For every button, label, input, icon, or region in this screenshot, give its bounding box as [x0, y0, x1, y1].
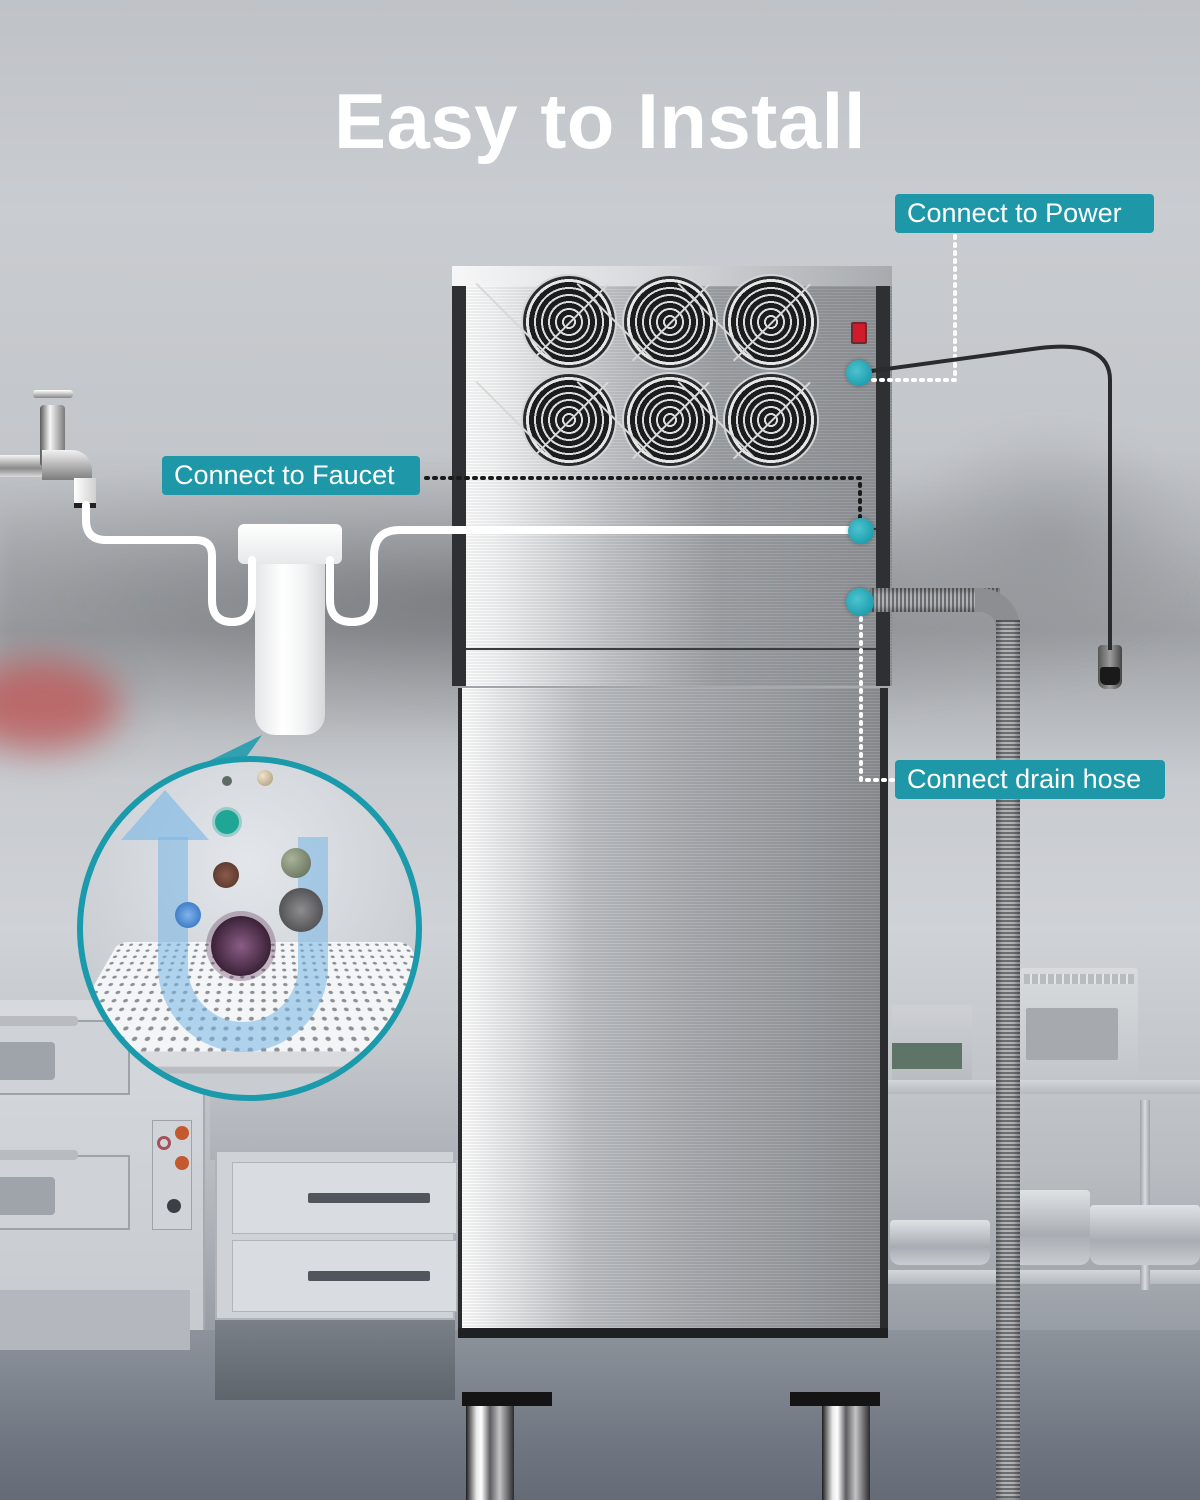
- microwave-background: [1020, 968, 1138, 1080]
- cooling-fan-grid: [523, 276, 821, 466]
- machine-side-rail-left: [452, 286, 466, 686]
- oven-knob-icon: [157, 1136, 171, 1150]
- drain-port-icon[interactable]: [846, 588, 874, 616]
- virus-icon: [279, 888, 323, 932]
- adjustable-foot-left-icon: [466, 1400, 514, 1500]
- machine-side-rail-right: [876, 286, 890, 686]
- bacteria-icon: [215, 810, 239, 834]
- particle-icon: [222, 776, 232, 786]
- cookware-pots-background: [890, 1180, 1200, 1270]
- adjustable-foot-right-icon: [822, 1400, 870, 1500]
- shelf-upper: [888, 1080, 1200, 1094]
- oven-control-panel: [152, 1120, 192, 1230]
- oven-door-lower: [0, 1155, 130, 1230]
- oven-base: [0, 1290, 190, 1350]
- fan-icon: [523, 374, 615, 466]
- panel-seam: [466, 528, 876, 530]
- power-plug-icon: [1098, 645, 1122, 689]
- drain-hose-vertical: [996, 620, 1020, 1500]
- oven-knob-icon: [175, 1126, 189, 1140]
- faucet-handle-icon: [33, 390, 73, 398]
- filter-mesh-magnifier-icon: [77, 756, 422, 1101]
- fan-icon: [725, 276, 817, 368]
- water-flow-arrowhead-icon: [121, 790, 209, 840]
- connect-drain-hose-label: Connect drain hose: [895, 760, 1165, 799]
- background-right-blur: [900, 420, 1200, 660]
- oven-door-upper: [0, 1020, 130, 1095]
- page-title: Easy to Install: [333, 77, 867, 165]
- drawer-handle-icon: [308, 1271, 430, 1281]
- fan-icon: [624, 374, 716, 466]
- germ-icon: [213, 862, 239, 888]
- connect-to-faucet-label: Connect to Faucet: [162, 456, 420, 495]
- fan-icon: [624, 276, 716, 368]
- water-filter-cap: [238, 524, 342, 564]
- particle-icon: [281, 848, 311, 878]
- water-filter-icon: [255, 530, 325, 735]
- connect-to-power-label: Connect to Power: [895, 194, 1154, 233]
- ice-machine-door-body: [458, 688, 888, 1328]
- fan-icon: [523, 276, 615, 368]
- faucet-spout: [42, 450, 92, 480]
- water-inlet-port-icon[interactable]: [848, 518, 874, 544]
- drawer-cabinet-background: [215, 1150, 457, 1320]
- power-port-icon[interactable]: [846, 360, 872, 386]
- cabinet-drawer-upper: [232, 1162, 457, 1234]
- panel-seam: [466, 648, 876, 650]
- kitchen-floor: [0, 1330, 1200, 1500]
- foot-mount-right: [790, 1392, 880, 1406]
- shelf-lower: [888, 1270, 1200, 1284]
- faucet-nozzle: [74, 478, 96, 508]
- oven-knob-icon: [175, 1156, 189, 1170]
- virus-icon: [211, 916, 271, 976]
- oven-timer-dial-icon: [167, 1199, 181, 1213]
- faucet-pipe: [0, 455, 50, 477]
- power-switch-icon[interactable]: [851, 322, 867, 344]
- oven-handle-lower: [0, 1150, 78, 1160]
- cabinet-legs: [215, 1320, 455, 1400]
- ice-machine-base: [458, 1328, 888, 1338]
- shelf-post: [1140, 1100, 1150, 1290]
- oven-handle-upper: [0, 1016, 78, 1026]
- countertop-appliance-background: [892, 1005, 972, 1080]
- particle-icon: [257, 770, 273, 786]
- microbe-icon: [175, 902, 201, 928]
- drawer-handle-icon: [308, 1193, 430, 1203]
- foot-mount-left: [462, 1392, 552, 1406]
- cabinet-drawer-lower: [232, 1240, 457, 1312]
- fan-icon: [725, 374, 817, 466]
